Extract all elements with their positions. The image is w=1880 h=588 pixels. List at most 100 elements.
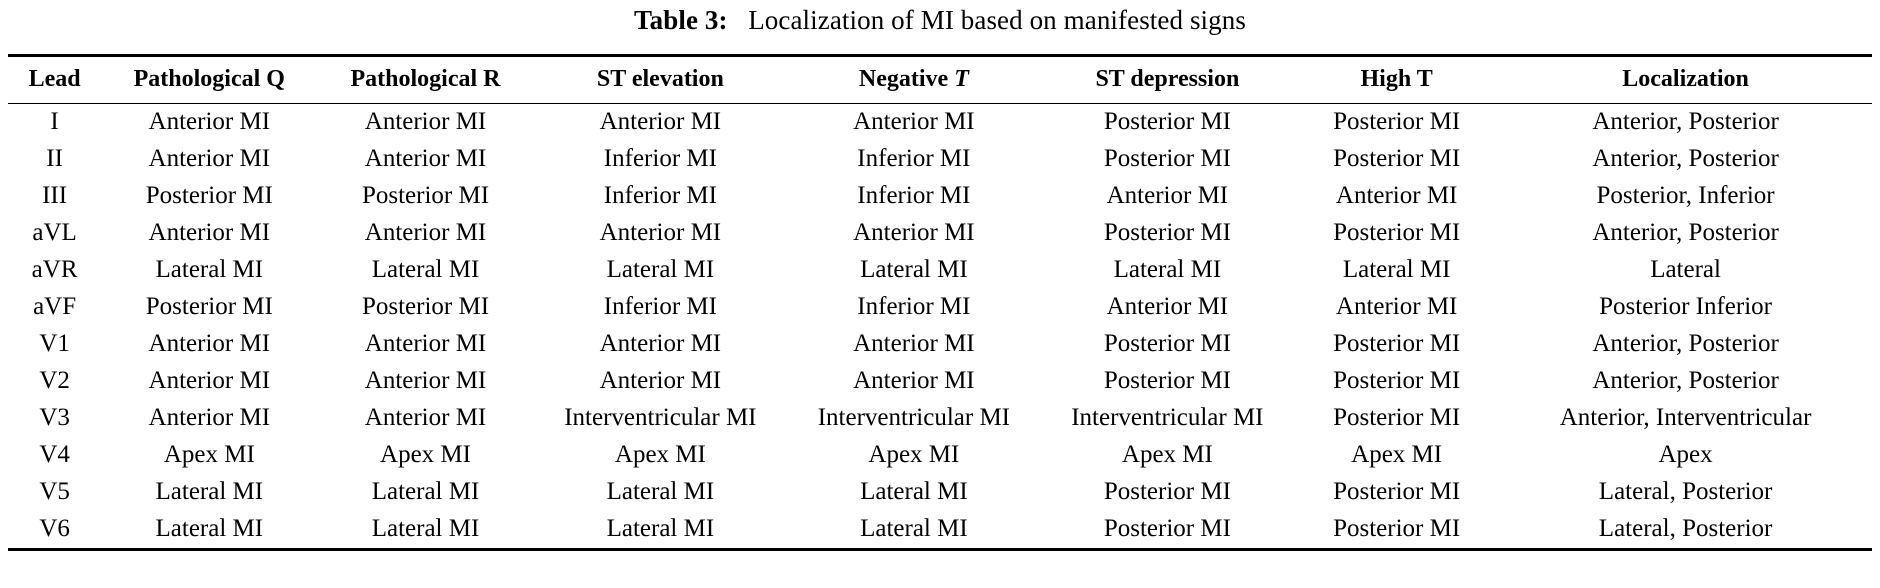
table-cell-std: Lateral MI xyxy=(1113,256,1222,284)
table-cell-loc: Anterior, Posterior xyxy=(1592,330,1779,358)
table-cell-hight: Anterior MI xyxy=(1335,182,1458,210)
table-cell-ste: Lateral MI xyxy=(606,256,715,284)
table-cell-pr: Anterior MI xyxy=(364,219,487,247)
table-cell-pr: Anterior MI xyxy=(364,367,487,395)
table-cell-hight: Posterior MI xyxy=(1333,404,1461,432)
table-cell-ste: Interventricular MI xyxy=(564,404,757,432)
table-cell-std: Posterior MI xyxy=(1103,108,1231,136)
table-cell-pq: Anterior MI xyxy=(148,330,271,358)
table-cell-loc: Anterior, Posterior xyxy=(1592,219,1779,247)
table-cell-pq: Lateral MI xyxy=(155,256,264,284)
table-cell-pr: Lateral MI xyxy=(371,515,480,543)
column-header-high-t: High T xyxy=(1360,65,1433,92)
table-cell-std: Posterior MI xyxy=(1103,145,1231,173)
table-cell-std: Posterior MI xyxy=(1103,219,1231,247)
table-cell-lead: I xyxy=(50,108,59,136)
table-cell-hight: Anterior MI xyxy=(1335,293,1458,321)
table-body: I Anterior MI Anterior MI Anterior MI Anteri… xyxy=(8,104,1872,550)
table-cell-hight: Posterior MI xyxy=(1333,478,1461,506)
table-cell-negt: Interventricular MI xyxy=(817,404,1011,432)
table-cell-ste: Anterior MI xyxy=(599,367,722,395)
table-cell-hight: Lateral MI xyxy=(1342,256,1451,284)
table-cell-pq: Anterior MI xyxy=(148,219,271,247)
table-cell-pq: Anterior MI xyxy=(148,108,271,136)
column-header-pathological-r: Pathological R xyxy=(350,65,501,92)
table-cell-lead: V5 xyxy=(39,478,70,506)
table-cell-lead: III xyxy=(42,182,68,210)
table-cell-std: Posterior MI xyxy=(1103,367,1231,395)
table-foot xyxy=(8,548,1872,552)
column-header-st-depression: ST depression xyxy=(1095,65,1240,92)
table-cell-pr: Posterior MI xyxy=(361,293,490,321)
rule-mid xyxy=(8,102,1872,104)
table-row: V1 Anterior MI Anterior MI Anterior MI Anter… xyxy=(8,326,1872,363)
table-cell-hight: Posterior MI xyxy=(1333,219,1461,247)
table-row: aVL Anterior MI Anterior MI Anterior MI Ante… xyxy=(8,215,1872,252)
table-cell-loc: Anterior, Posterior xyxy=(1592,108,1779,136)
column-header-pathological-q: Pathological Q xyxy=(133,65,285,92)
table-cell-loc: Lateral, Posterior xyxy=(1598,478,1773,506)
column-header-negative-t-symbol: T xyxy=(954,65,969,92)
rule-bottom xyxy=(8,548,1872,552)
table-row: V2 Anterior MI Anterior MI Anterior MI Anter… xyxy=(8,363,1872,400)
table-cell-std: Anterior MI xyxy=(1106,293,1229,321)
table-cell-pq: Anterior MI xyxy=(148,404,271,432)
table-cell-lead: aVF xyxy=(33,293,77,321)
table-cell-lead: aVL xyxy=(32,219,77,247)
table-cell-std: Interventricular MI xyxy=(1071,404,1264,432)
table-cell-negt: Apex MI xyxy=(868,441,960,469)
table-cell-loc: Lateral, Posterior xyxy=(1598,515,1773,543)
table-cell-ste: Lateral MI xyxy=(606,515,715,543)
table-cell-negt: Anterior MI xyxy=(853,330,975,358)
table-cell-negt: Lateral MI xyxy=(860,256,968,284)
table-cell-ste: Anterior MI xyxy=(599,219,722,247)
table-cell-pr: Apex MI xyxy=(380,441,471,469)
table-cell-lead: V2 xyxy=(39,367,70,395)
table-cell-ste: Lateral MI xyxy=(606,478,715,506)
table-cell-lead: II xyxy=(46,145,63,173)
table-cell-pr: Anterior MI xyxy=(364,108,487,136)
table-cell-hight: Apex MI xyxy=(1351,441,1443,469)
table-cell-hight: Posterior MI xyxy=(1333,515,1461,543)
table-cell-lead: V3 xyxy=(39,404,70,432)
table-cell-pr: Lateral MI xyxy=(371,478,480,506)
table-cell-loc: Anterior, Posterior xyxy=(1592,367,1779,395)
table-cell-pq: Lateral MI xyxy=(155,478,264,506)
table-cell-negt: Anterior MI xyxy=(853,108,975,136)
table-header-row: Lead Pathological Q Pathological R ST el… xyxy=(8,57,1872,104)
table-container: Lead Pathological Q Pathological R ST el… xyxy=(8,42,1872,552)
table-cell-pq: Posterior MI xyxy=(145,293,273,321)
column-header-st-elevation: ST elevation xyxy=(596,65,724,92)
table-cell-std: Posterior MI xyxy=(1103,478,1231,506)
rule-top xyxy=(8,54,1872,58)
table-cell-loc: Posterior Inferior xyxy=(1599,293,1773,321)
column-header-negative-t-word: Negative xyxy=(858,65,949,92)
table-cell-ste: Inferior MI xyxy=(603,182,717,210)
table-cell-loc: Posterior, Inferior xyxy=(1596,182,1775,210)
table-cell-pr: Anterior MI xyxy=(364,330,487,358)
column-header-localization: Localization xyxy=(1622,65,1749,92)
column-header-negative-t: Negative T xyxy=(787,57,1041,104)
table-cell-ste: Inferior MI xyxy=(603,293,717,321)
table-cell-std: Apex MI xyxy=(1121,441,1213,469)
table-cell-negt: Anterior MI xyxy=(853,367,975,395)
table-head: Lead Pathological Q Pathological R ST el… xyxy=(8,54,1872,104)
table-cell-lead: aVR xyxy=(31,256,78,284)
table-cell-pr: Posterior MI xyxy=(361,182,490,210)
table-cell-ste: Anterior MI xyxy=(599,330,722,358)
table-cell-hight: Posterior MI xyxy=(1333,145,1461,173)
column-header-lead: Lead xyxy=(28,65,81,92)
table-cell-loc: Anterior, Interventricular xyxy=(1559,404,1812,432)
table-cell-pr: Anterior MI xyxy=(364,145,487,173)
table-cell-negt: Inferior MI xyxy=(857,145,971,173)
table-cell-ste: Apex MI xyxy=(614,441,706,469)
table-cell-ste: Anterior MI xyxy=(599,108,722,136)
table-cell-lead: V1 xyxy=(39,330,70,358)
table-row: aVR Lateral MI Lateral MI Lateral MI Lateral… xyxy=(8,252,1872,289)
